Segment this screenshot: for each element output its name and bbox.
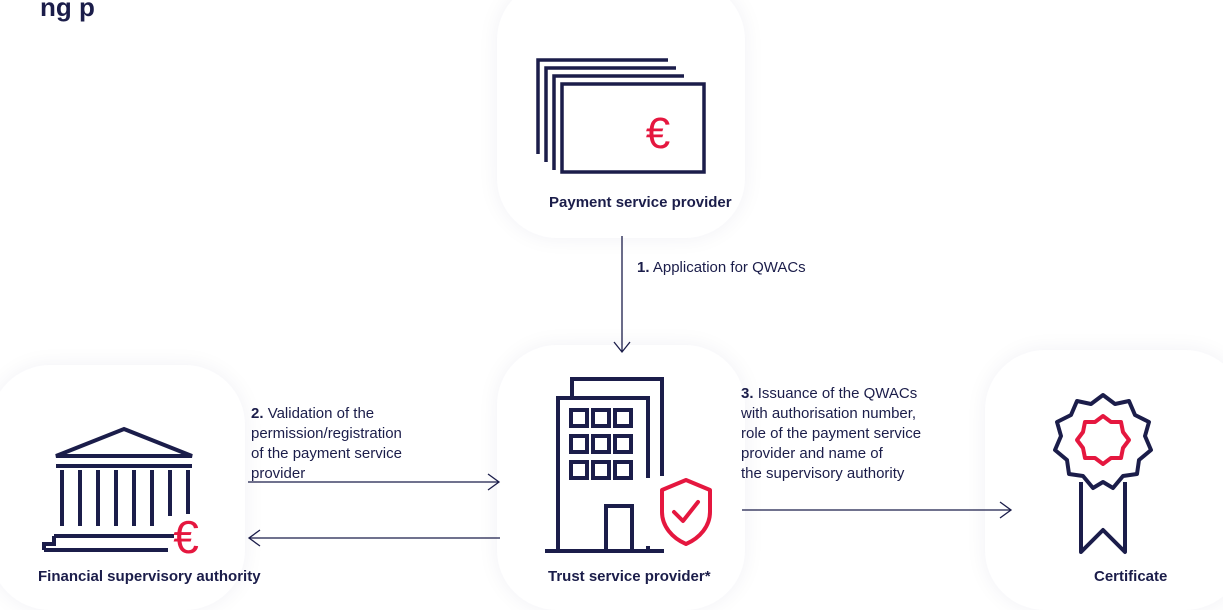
step3-line3: role of the payment service xyxy=(741,425,922,442)
step3-line2: with authorisation number, xyxy=(741,405,917,422)
step3-number: 3. xyxy=(741,385,754,402)
office-building-shield-icon xyxy=(545,377,712,553)
psp-label: Payment service provider xyxy=(549,194,732,211)
step2-arrow-left xyxy=(247,529,500,547)
award-rosette-icon xyxy=(1053,393,1153,554)
step2-arrow-right xyxy=(248,473,501,491)
bank-building-euro-icon: € xyxy=(42,426,199,563)
step3-line1-text: Issuance of the QWACs xyxy=(757,385,918,402)
step2-number: 2. xyxy=(251,405,264,422)
step3-line5: the supervisory authority xyxy=(741,465,905,482)
step1-number: 1. xyxy=(637,259,650,276)
step3-text: 3. Issuance of the QWACs with authorisat… xyxy=(741,384,921,484)
step2-line4: provider xyxy=(251,465,306,482)
step2-text: 2. Validation of the permission/registra… xyxy=(251,404,402,484)
step2-line3: of the payment service xyxy=(251,445,402,462)
page-title: ng p xyxy=(40,0,95,22)
fsa-card xyxy=(0,365,245,610)
banknotes-euro-icon: € xyxy=(536,58,706,174)
svg-text:€: € xyxy=(646,109,670,158)
fsa-label: Financial supervisory authority xyxy=(38,568,261,585)
tsp-label: Trust service provider* xyxy=(548,568,711,585)
step1-arrow xyxy=(613,236,631,354)
step2-line1: 2. Validation of the xyxy=(251,404,402,424)
svg-text:€: € xyxy=(173,511,199,563)
cert-label: Certificate xyxy=(1094,568,1168,585)
step2-line2: permission/registration xyxy=(251,425,402,442)
step2-line1-text: Validation of the xyxy=(267,405,375,422)
step3-line1: 3. Issuance of the QWACs xyxy=(741,384,921,404)
step3-arrow-right xyxy=(742,501,1013,519)
step3-line4: provider and name of xyxy=(741,445,883,462)
step1-label: Application for QWACs xyxy=(652,259,806,276)
step1-text: 1. Application for QWACs xyxy=(637,258,806,278)
